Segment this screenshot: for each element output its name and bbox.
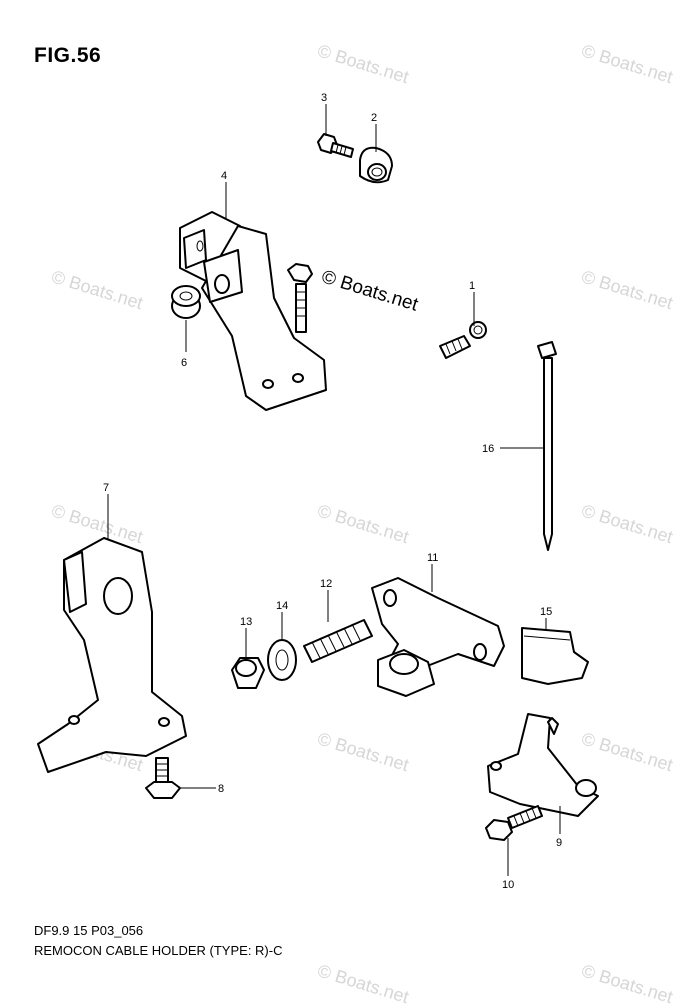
callout-11: 11: [427, 552, 438, 564]
callout-4: 4: [221, 170, 227, 182]
part-4-bolt: [287, 263, 313, 333]
callout-8: 8: [218, 783, 224, 795]
callout-7: 7: [103, 482, 109, 494]
part-1-cable-end: [439, 321, 487, 359]
callout-6: 6: [181, 357, 187, 369]
callout-9: 9: [556, 837, 562, 849]
part-8-bolt: [145, 757, 181, 799]
figure-code: DF9.9 15 P03_056: [34, 923, 144, 938]
part-10-bolt: [485, 805, 543, 841]
callout-12: 12: [320, 578, 332, 590]
part-12-stud: [303, 619, 373, 663]
callout-10: 10: [502, 879, 514, 891]
callout-16: 16: [482, 443, 494, 455]
part-14-washer: [267, 639, 297, 681]
part-3-bolt: [317, 133, 354, 158]
callout-3: 3: [321, 92, 327, 104]
callout-1: 1: [469, 280, 475, 292]
callout-15: 15: [540, 606, 552, 618]
part-7-bracket: [37, 537, 187, 773]
callout-13: 13: [240, 616, 252, 628]
part-2-clip: [359, 146, 393, 184]
part-4-bracket: [179, 211, 327, 411]
figure-caption: REMOCON CABLE HOLDER (TYPE: R)-C: [34, 943, 283, 958]
leader-lines: [107, 104, 561, 876]
part-6-grommet: [171, 285, 201, 319]
callouts: 3 2 4 1 6 16 7 11 12 14 15 13 8 9 10: [103, 92, 562, 891]
callout-14: 14: [276, 600, 288, 612]
figure-title: FIG.56: [34, 44, 102, 67]
part-16-cable-tie: [537, 341, 557, 551]
part-11-plate: [371, 577, 505, 697]
part-13-nut: [231, 657, 265, 689]
part-15-clip: [521, 627, 589, 685]
callout-2: 2: [371, 112, 377, 124]
part-9-bracket: [487, 713, 599, 817]
